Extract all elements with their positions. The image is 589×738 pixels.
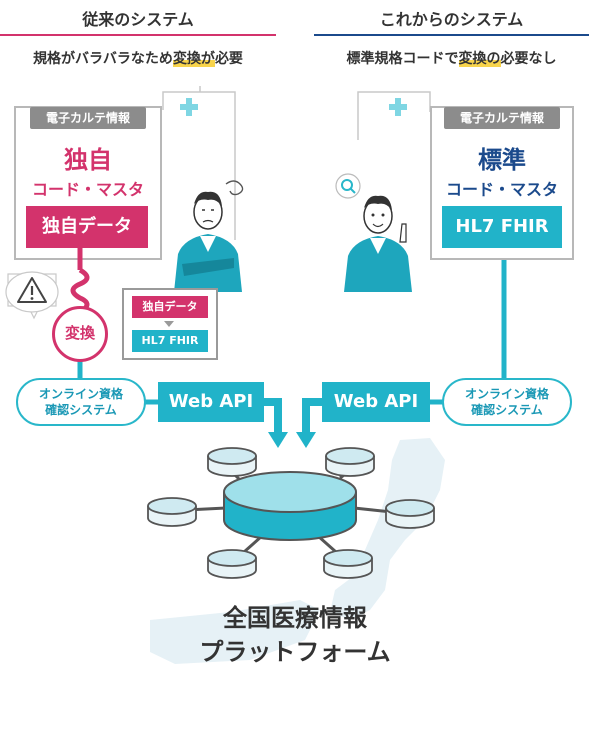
mini-arrow-icon (164, 321, 174, 327)
left-online-qualification-pill: オンライン資格 確認システム (16, 378, 146, 426)
right-subtitle-text: 標準規格コードで (346, 51, 459, 67)
convert-label: 変換 (64, 324, 95, 342)
arrow-down-icon (268, 432, 288, 448)
smiling-doctor-illustration (335, 173, 412, 292)
right-subtitle-tail: 必要なし (500, 51, 557, 67)
right-heading-underline (314, 34, 589, 36)
left-card-tag: 電子カルテ情報 (30, 107, 146, 129)
magnifier-icon (341, 179, 356, 194)
confused-swirl-icon (225, 180, 244, 196)
left-pill-line2: 確認システム (45, 403, 117, 417)
platform-title-line1: 全国医療情報 (223, 604, 367, 632)
satellite-db-left (147, 497, 197, 527)
warning-icon (5, 271, 59, 320)
cross-icon (180, 98, 198, 116)
satellite-db-bottom-left (207, 549, 257, 579)
satellite-db-top-left (207, 447, 257, 477)
right-pill-line2: 確認システム (471, 403, 543, 417)
right-online-qualification-pill: オンライン資格 確認システム (442, 378, 572, 426)
left-web-api: Web API (158, 382, 264, 422)
right-web-api: Web API (322, 382, 430, 422)
left-heading-underline (0, 34, 276, 36)
right-subtitle-highlight: 変換の (458, 51, 501, 67)
satellite-db-right (385, 499, 435, 529)
confused-doctor-illustration (174, 180, 244, 292)
cross-icon (389, 98, 407, 116)
left-big-subtitle: コード・マスタ (31, 180, 144, 199)
right-card-tag: 電子カルテ情報 (444, 107, 560, 129)
satellite-db-bottom-right (323, 549, 373, 579)
left-big-title: 独自 (64, 146, 112, 174)
right-big-subtitle: コード・マスタ (445, 180, 558, 199)
central-database (223, 471, 357, 541)
satellite-db-top-right (325, 447, 375, 477)
left-subtitle: 規格がバラバラなため変換が必要 (0, 48, 276, 68)
left-subtitle-text: 規格がバラバラなため (33, 51, 173, 67)
left-data-box: 独自データ (26, 206, 148, 248)
left-pill-line1: オンライン資格 (38, 387, 123, 401)
arrow-down-icon (296, 432, 316, 448)
right-big-title: 標準 (478, 146, 526, 174)
convert-node (52, 306, 108, 362)
right-subtitle: 標準規格コードで変換の必要なし (314, 48, 589, 68)
platform-title-line2: プラットフォーム (199, 638, 391, 666)
mini-target-data: HL7 FHIR (132, 330, 208, 352)
right-pill-line1: オンライン資格 (464, 387, 549, 401)
right-heading: これからのシステム (379, 10, 524, 29)
mini-source-data: 独自データ (132, 296, 208, 318)
left-heading: 従来のシステム (82, 10, 194, 29)
right-data-box: HL7 FHIR (442, 206, 562, 248)
left-subtitle-tail: 必要 (214, 51, 243, 67)
left-subtitle-highlight: 変換が (172, 51, 215, 67)
